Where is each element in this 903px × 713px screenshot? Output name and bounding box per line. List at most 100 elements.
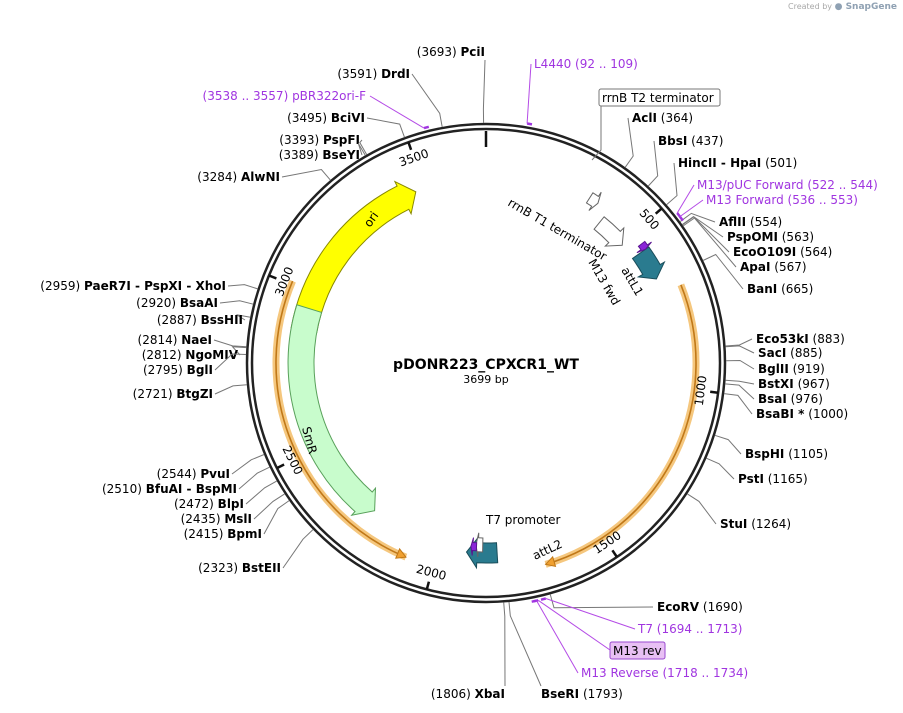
enzyme-label: AclI (364) xyxy=(632,111,693,125)
primer-label: M13/pUC Forward (522 .. 544) xyxy=(697,178,878,192)
enzyme-label: SacI (885) xyxy=(758,346,822,360)
enzyme-site-bcivi: (3495) BciVI xyxy=(287,111,405,138)
enzyme-site-xbai: (1806) XbaI xyxy=(431,602,506,701)
enzyme-leader xyxy=(725,379,755,385)
enzyme-label: PstI (1165) xyxy=(738,472,808,486)
enzyme-site-bglii: BglII (919) xyxy=(725,359,825,376)
enzyme-site-pspomi: PspOMI (563) xyxy=(681,215,814,244)
m13-rev-box-label: M13 rev xyxy=(613,644,662,658)
primer-bind-mark xyxy=(423,125,430,130)
enzyme-leader xyxy=(482,59,486,124)
enzyme-label: (2510) BfuAI - BspMI xyxy=(102,482,237,496)
enzyme-leader xyxy=(231,454,265,475)
enzyme-leader xyxy=(238,466,271,490)
enzyme-label: (2415) BpmI xyxy=(184,527,262,541)
enzyme-label: (3393) PspFI xyxy=(279,133,360,147)
enzyme-leader xyxy=(359,139,368,155)
enzyme-site-drdi: (3591) DrdI xyxy=(337,67,443,128)
feature-m13-fwd xyxy=(636,240,652,254)
enzyme-label: StuI (1264) xyxy=(720,517,791,531)
orf-arrowhead xyxy=(395,547,407,559)
enzyme-label: (1806) XbaI xyxy=(431,687,505,701)
enzyme-label: (2887) BssHII xyxy=(157,313,243,327)
plasmid-backbone xyxy=(245,122,727,604)
enzyme-label: PspOMI (563) xyxy=(727,230,814,244)
enzyme-site-stui: StuI (1264) xyxy=(686,493,791,531)
primer-pbr322ori-f: (3538 .. 3557) pBR322ori-F xyxy=(203,89,430,130)
enzyme-label: EcoO109I (564) xyxy=(733,245,832,259)
feature-rrnb-t2-terminator xyxy=(585,191,602,211)
enzyme-leader xyxy=(253,493,286,520)
enzyme-site-psti: PstI (1165) xyxy=(706,457,808,486)
enzyme-leader xyxy=(725,345,755,354)
credit-brand: SnapGene xyxy=(845,2,897,12)
enzyme-site-alwni: (3284) AlwNI xyxy=(197,168,331,184)
rrnb-t2-box: rrnB T2 terminator xyxy=(598,88,721,107)
outer-strand xyxy=(245,122,727,604)
enzyme-site-bfuai-bspmi: (2510) BfuAI - BspMI xyxy=(102,466,271,496)
enzyme-leader xyxy=(714,434,742,455)
feature-m13-rev xyxy=(470,537,478,556)
enzyme-site-msli: (2435) MslI xyxy=(181,493,286,526)
enzyme-leader xyxy=(219,300,254,305)
enzyme-leader xyxy=(508,601,542,687)
enzyme-leader xyxy=(666,162,678,206)
primer-bind-mark xyxy=(540,597,547,601)
enzyme-leader xyxy=(214,353,247,371)
enzyme-site-bsabi: BsaBI * (1000) xyxy=(723,393,848,421)
tick-label: 2000 xyxy=(415,562,448,583)
enzyme-site-bsaai: (2920) BsaAI xyxy=(136,296,254,310)
enzyme-site-bseri: BseRI (1793) xyxy=(508,601,623,701)
feature-smr xyxy=(287,304,377,516)
enzyme-label: (2472) BlpI xyxy=(174,497,244,511)
primer-label: M13 Forward (536 .. 553) xyxy=(706,193,858,207)
enzyme-site-bbsi: BbsI (437) xyxy=(647,134,723,187)
enzyme-leader xyxy=(624,117,634,168)
enzyme-leader xyxy=(281,168,331,181)
feature-rrnb-t1-terminator xyxy=(593,216,625,247)
m13-rev-box-frame xyxy=(609,641,666,660)
orange-arcs-layer xyxy=(272,279,700,568)
enzyme-leader xyxy=(245,480,278,505)
enzyme-site-bsphi: BspHI (1105) xyxy=(714,434,828,461)
snapgene-logo: ● SnapGene xyxy=(834,2,897,12)
enzyme-leader xyxy=(214,384,248,395)
feature-ori xyxy=(290,180,417,333)
enzyme-label: (3284) AlwNI xyxy=(197,170,280,184)
primer-label: (3538 .. 3557) pBR322ori-F xyxy=(203,89,367,103)
enzyme-label: (2721) BtgZI xyxy=(133,387,213,401)
enzyme-leader xyxy=(263,500,290,535)
tick-mark xyxy=(710,390,719,395)
plasmid-name: pDONR223_CPXCR1_WT xyxy=(393,357,579,373)
tick-mark xyxy=(654,207,663,215)
tick-label: 1000 xyxy=(692,375,710,407)
tick-mark xyxy=(425,581,431,590)
enzyme-site-pvui: (2544) PvuI xyxy=(157,454,265,481)
enzyme-label: HincII - HpaI (501) xyxy=(678,156,797,170)
enzyme-leader xyxy=(725,359,755,370)
primer-label: L4440 (92 .. 109) xyxy=(534,57,638,71)
feature-t7-promoter xyxy=(475,532,484,557)
primer-label: T7 (1694 .. 1713) xyxy=(637,622,742,636)
tick-mark xyxy=(276,463,285,470)
enzyme-leader xyxy=(725,338,753,347)
primer-t7: T7 (1694 .. 1713) xyxy=(540,597,742,636)
enzyme-label: BstXI (967) xyxy=(758,377,830,391)
orf-arrowhead xyxy=(544,555,557,568)
enzyme-site-bsteii: (2323) BstEII xyxy=(198,529,314,575)
enzyme-label: BseRI (1793) xyxy=(541,687,623,701)
enzyme-site-btgzi: (2721) BtgZI xyxy=(133,384,248,401)
enzyme-label: BsaBI * (1000) xyxy=(756,407,848,421)
enzyme-label: (3495) BciVI xyxy=(287,111,365,125)
enzyme-leader xyxy=(725,383,755,400)
orf-arc-line xyxy=(545,284,697,566)
enzyme-leader xyxy=(213,339,247,348)
enzyme-site-acli: AclI (364) xyxy=(624,111,693,168)
enzyme-leader xyxy=(702,253,744,290)
primer-m13-reverse: M13 Reverse (1718 .. 1734) xyxy=(531,599,748,680)
enzyme-label: ApaI (567) xyxy=(740,260,807,274)
enzyme-site-bstxi: BstXI (967) xyxy=(725,377,830,391)
enzyme-leader xyxy=(686,493,717,525)
primer-bind-mark xyxy=(678,215,684,222)
